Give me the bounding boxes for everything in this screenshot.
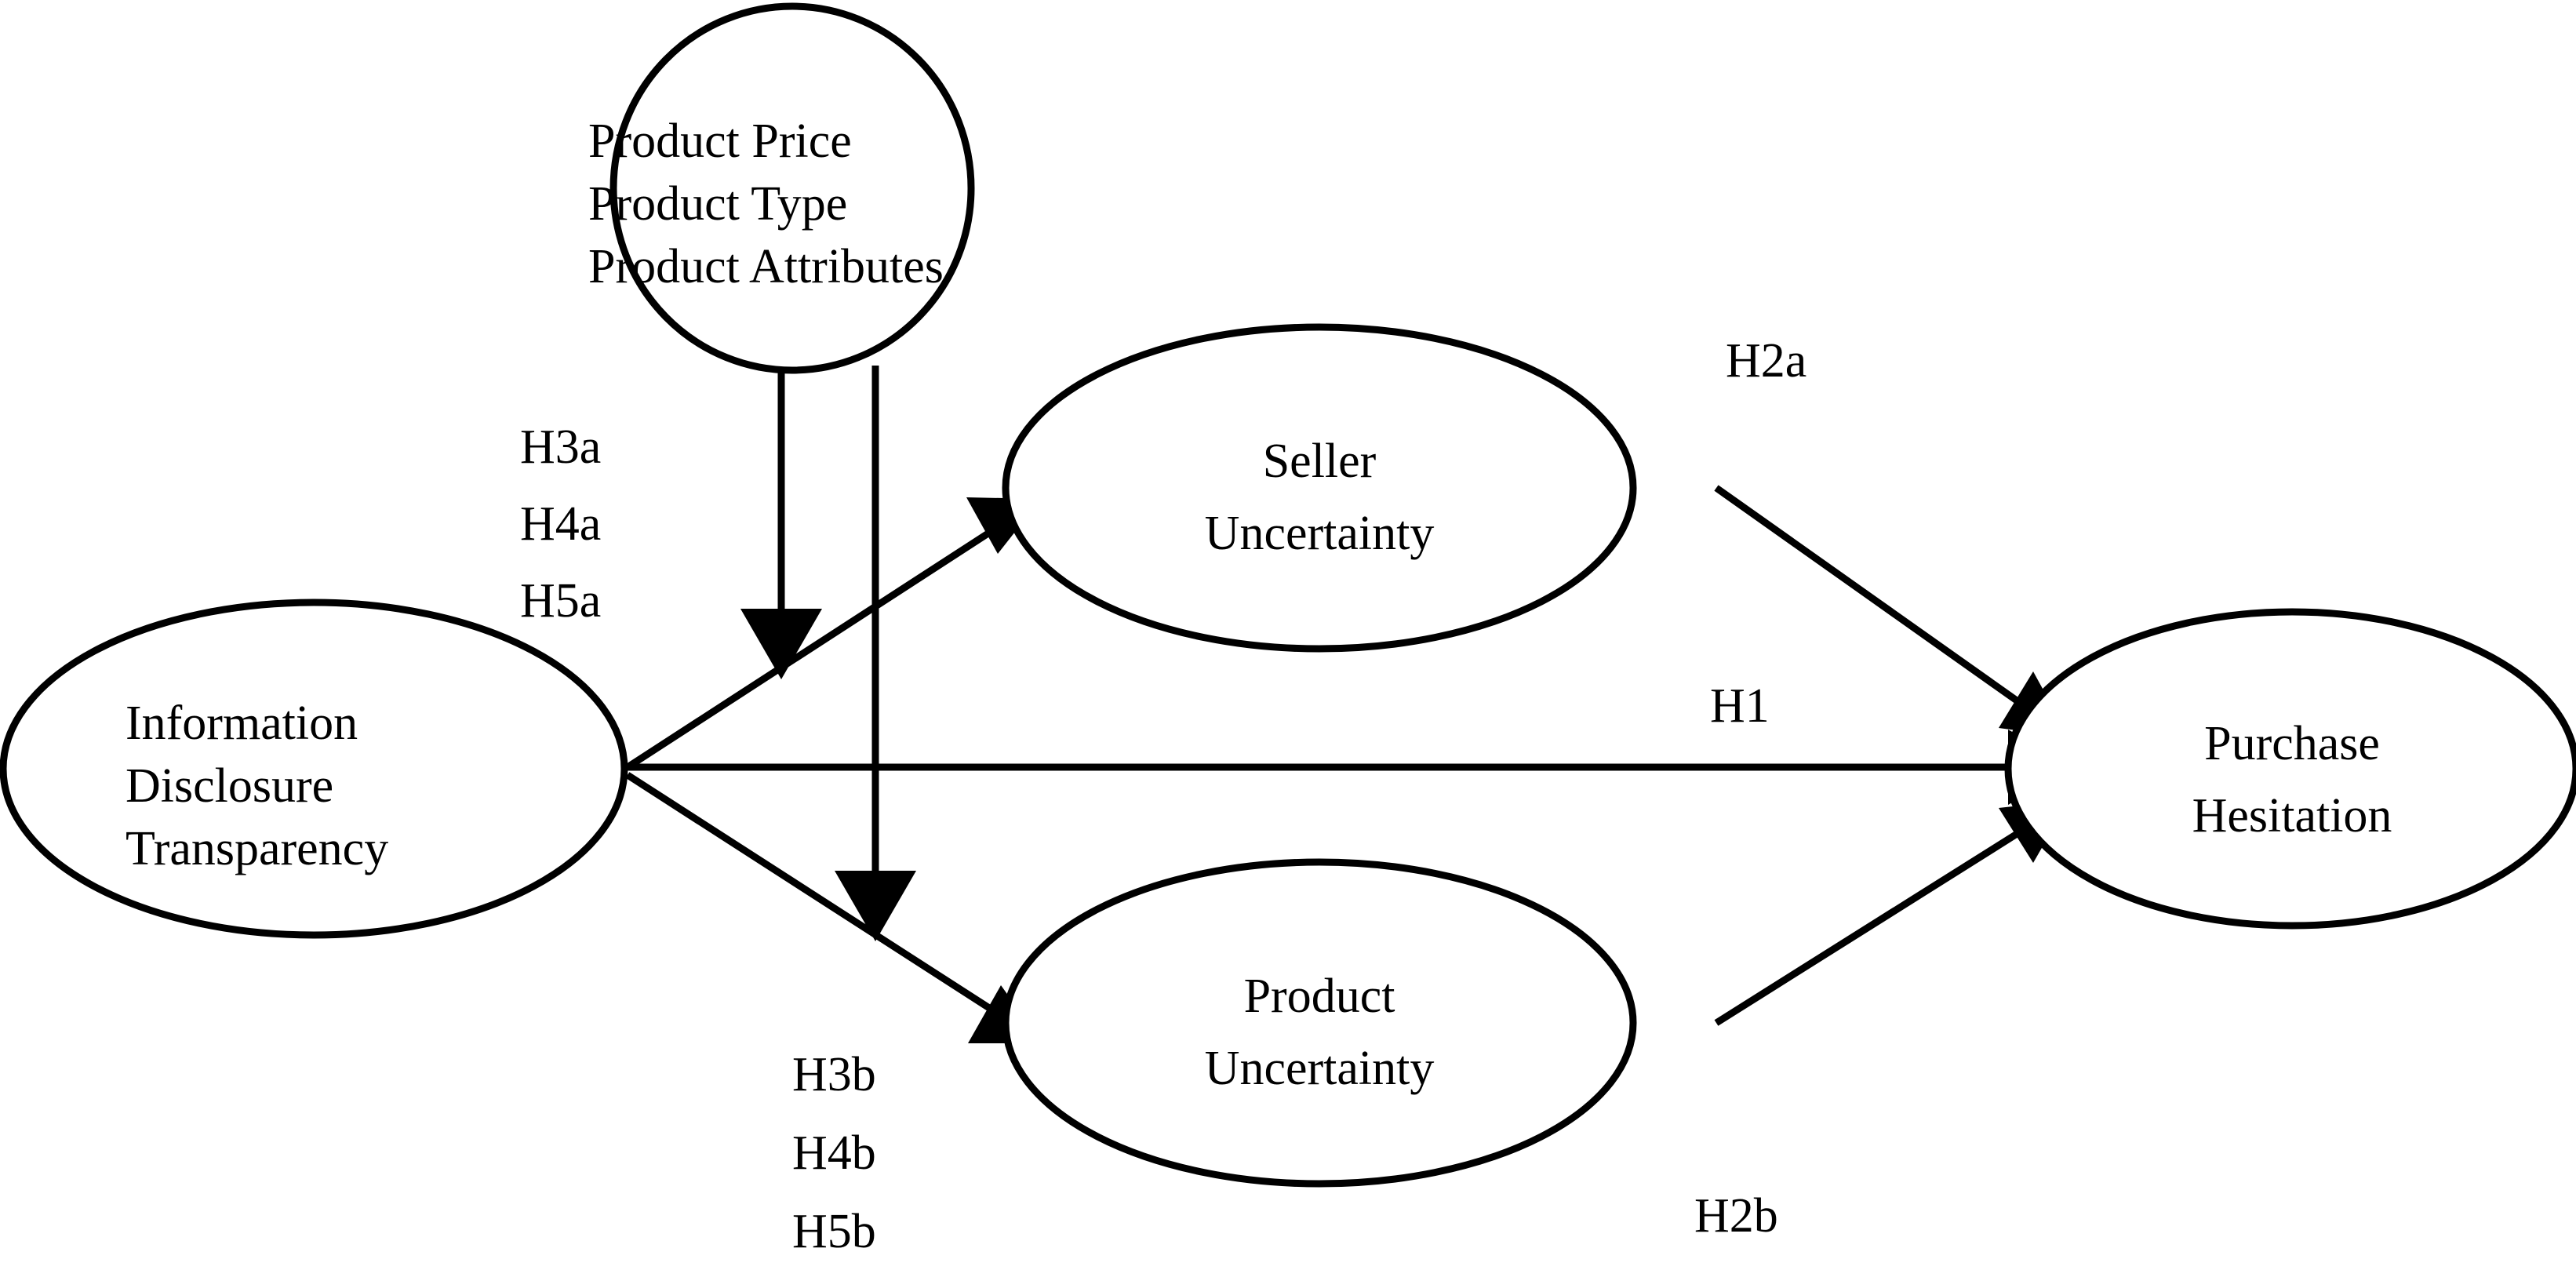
node-product-characteristics[interactable]: Product Price Product Type Product Attri… <box>588 2 975 374</box>
node-product-uncertainty[interactable]: Product Uncertainty <box>1002 858 1637 1188</box>
edge-product-to-purchase-hesitation-line <box>1714 828 2023 1026</box>
node-purchase-hesitation[interactable]: Purchase Hesitation <box>2004 608 2576 930</box>
node-product-uncertainty-line-1: Product <box>1244 970 1395 1023</box>
edge-label-h5b: H5b <box>792 1205 876 1258</box>
node-product-characteristics-line-1: Product Price <box>588 115 852 168</box>
edge-idt-to-seller-uncertainty-line <box>625 524 1000 770</box>
node-seller-uncertainty-line-1: Seller <box>1263 435 1377 488</box>
edge-idt-to-product-uncertainty-line <box>625 772 1000 1017</box>
edge-idt-to-product-uncertainty <box>625 772 1042 1043</box>
edge-idt-to-purchase-hesitation <box>628 730 2075 805</box>
node-information-disclosure-transparency-line-3: Transparency <box>126 822 388 875</box>
node-information-disclosure-transparency-line-2: Disclosure <box>126 759 333 813</box>
edge-moderator-to-seller-path-arrowhead <box>740 609 822 679</box>
node-purchase-hesitation-line-1: Purchase <box>2204 717 2380 770</box>
edge-label-h3a: H3a <box>520 420 601 474</box>
node-seller-uncertainty[interactable]: Seller Uncertainty <box>1002 323 1637 653</box>
edge-moderator-to-product-path <box>835 366 916 941</box>
node-information-disclosure-transparency[interactable]: Information Disclosure Transparency <box>0 599 628 939</box>
edge-label-h2b: H2b <box>1694 1189 1778 1243</box>
edge-label-h5a: H5a <box>520 574 601 628</box>
edge-label-h3b: H3b <box>792 1048 876 1101</box>
node-purchase-hesitation-shape[interactable] <box>2004 608 2576 930</box>
node-product-characteristics-line-2: Product Type <box>588 177 847 231</box>
node-information-disclosure-transparency-line-1: Information <box>126 697 358 750</box>
edge-label-h1: H1 <box>1710 679 1770 733</box>
node-information-disclosure-transparency-shape[interactable] <box>0 599 628 939</box>
node-product-uncertainty-line-2: Uncertainty <box>1205 1042 1435 1095</box>
edge-product-to-purchase-hesitation <box>1714 800 2069 1026</box>
node-seller-uncertainty-line-2: Uncertainty <box>1205 507 1435 560</box>
edge-seller-to-purchase-hesitation-line <box>1714 485 2025 708</box>
node-product-characteristics-line-3: Product Attributes <box>588 240 944 293</box>
node-product-characteristics-shape[interactable] <box>609 2 975 374</box>
edge-label-h4b: H4b <box>792 1126 876 1180</box>
edge-label-h2a: H2a <box>1726 334 1806 388</box>
edge-moderator-to-seller-path <box>740 366 822 679</box>
edge-idt-to-seller-uncertainty <box>625 497 1041 770</box>
node-product-uncertainty-shape[interactable] <box>1002 858 1637 1188</box>
edge-moderator-to-product-path-arrowhead <box>835 871 916 941</box>
edge-label-h4a: H4a <box>520 497 601 551</box>
node-purchase-hesitation-line-2: Hesitation <box>2192 789 2392 842</box>
node-seller-uncertainty-shape[interactable] <box>1002 323 1637 653</box>
